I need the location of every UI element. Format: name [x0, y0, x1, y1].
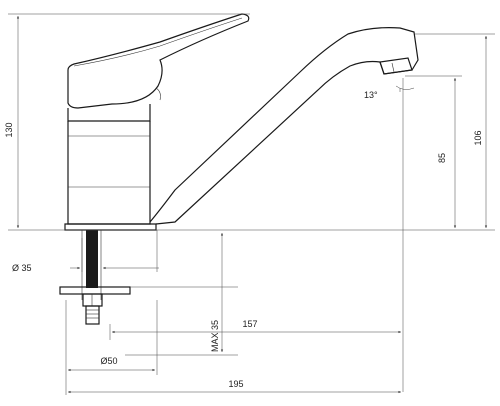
aerator-detail — [391, 62, 395, 73]
label-stem-diameter: Ø 35 — [12, 263, 32, 273]
faucet-outline — [59, 13, 419, 325]
spout — [149, 27, 419, 225]
thread-end — [85, 305, 100, 325]
mounting-nut — [82, 293, 103, 307]
aerator — [379, 57, 413, 75]
dimension-lines — [16, 16, 488, 394]
label-base-diameter: Ø50 — [100, 356, 117, 366]
mounting-plate — [59, 286, 131, 295]
handle-knob — [155, 87, 161, 101]
lever-inner — [73, 17, 243, 67]
handle-cap — [67, 104, 151, 122]
mounting-stem — [86, 230, 98, 288]
angle-arc — [395, 85, 415, 90]
label-mounting-thickness: MAX 35 — [210, 320, 220, 352]
label-reach: 157 — [242, 319, 257, 329]
dimension-labels: 130 106 85 13° Ø 35 MAX 35 157 Ø50 195 — [4, 90, 483, 389]
label-height-total: 130 — [4, 122, 14, 137]
base-flange — [64, 223, 157, 231]
body — [67, 121, 151, 225]
extension-lines — [8, 13, 495, 395]
lever-handle — [67, 13, 250, 109]
label-height-spout: 85 — [437, 153, 447, 163]
label-spout-angle: 13° — [364, 90, 378, 100]
label-height-outlet: 106 — [473, 130, 483, 145]
label-total-length: 195 — [228, 379, 243, 389]
